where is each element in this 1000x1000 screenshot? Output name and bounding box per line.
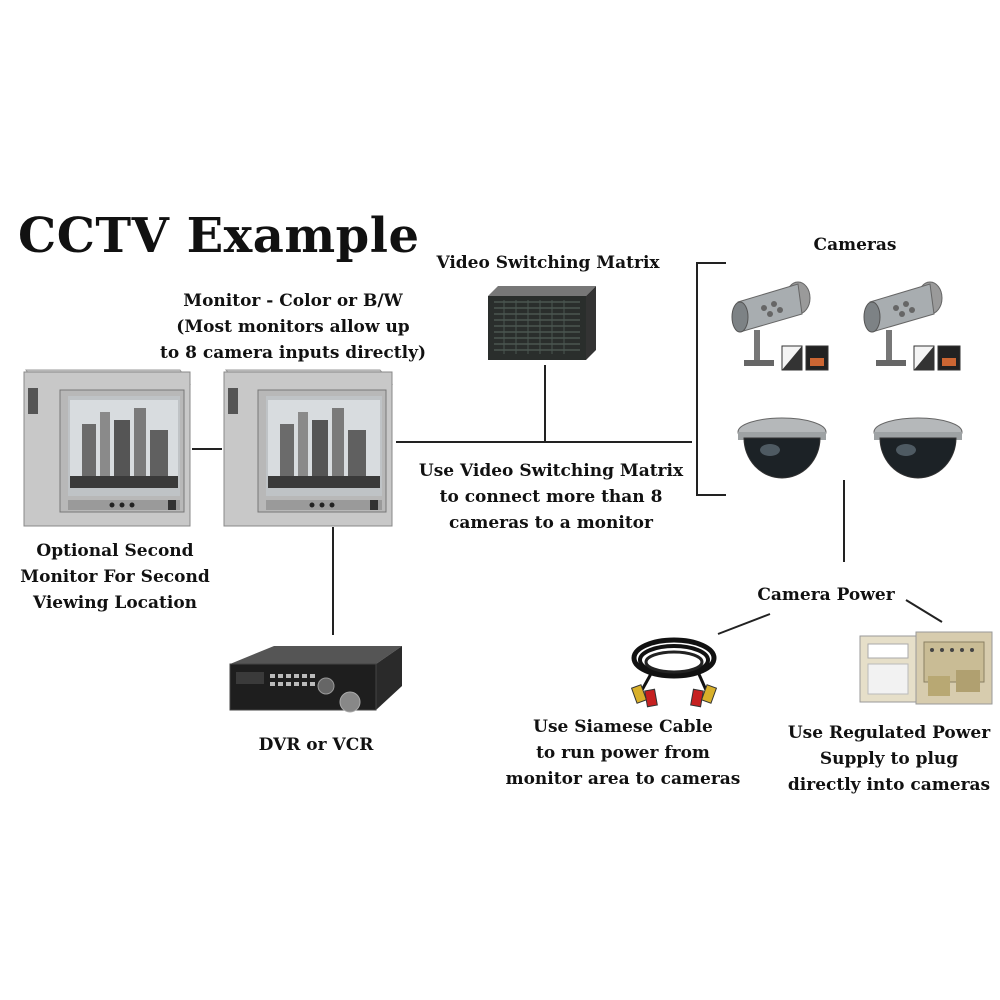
video-switching-matrix-image — [488, 286, 596, 360]
camera-bracket-top — [696, 262, 726, 264]
connector-monitor-to-monitor — [192, 448, 222, 450]
matrix-note-label: Use Video Switching Matrix to connect mo… — [406, 458, 696, 536]
main-monitor-image — [223, 369, 394, 527]
dvr-label: DVR or VCR — [236, 732, 396, 758]
power-supply-image — [859, 631, 993, 705]
diagram-title: CCTV Example — [18, 208, 420, 264]
monitor-label-line-2: (Most monitors allow up — [176, 317, 410, 337]
video-switching-matrix-label: Video Switching Matrix — [430, 250, 666, 276]
second-monitor-image — [23, 369, 191, 527]
dvr-image — [229, 646, 402, 713]
power-supply-line-3: directly into cameras — [787, 775, 991, 795]
power-supply-line-2: Supply to plug — [819, 749, 959, 769]
video-switching-matrix-text: Video Switching Matrix — [436, 253, 660, 273]
cameras-text: Cameras — [813, 235, 897, 255]
second-monitor-label: Optional Second Monitor For Second Viewi… — [4, 538, 226, 616]
monitor-label-line-1: Monitor - Color or B/W — [183, 291, 403, 311]
siamese-line-1: Use Siamese Cable — [533, 717, 713, 737]
connector-monitor-to-matrix — [396, 441, 692, 443]
power-supply-line-1: Use Regulated Power — [787, 723, 991, 743]
dome-camera-2-image — [873, 417, 963, 479]
siamese-line-3: monitor area to cameras — [505, 769, 741, 789]
bullet-camera-1-image — [731, 281, 829, 371]
cameras-label: Cameras — [796, 232, 914, 258]
siamese-cable-image — [630, 637, 718, 708]
connector-cameras-to-power — [843, 480, 845, 562]
monitor-label: Monitor - Color or B/W (Most monitors al… — [148, 288, 438, 366]
siamese-line-2: to run power from — [536, 743, 710, 763]
bullet-camera-2-image — [863, 281, 961, 371]
matrix-note-line-3: cameras to a monitor — [449, 513, 653, 533]
camera-power-text: Camera Power — [757, 585, 895, 605]
monitor-label-line-3: to 8 camera inputs directly) — [159, 343, 427, 363]
power-supply-label: Use Regulated Power Supply to plug direc… — [780, 720, 998, 798]
second-monitor-line-2: Monitor For Second — [20, 567, 210, 587]
matrix-note-line-2: to connect more than 8 — [439, 487, 663, 507]
dome-camera-1-image — [737, 417, 827, 479]
dvr-text: DVR or VCR — [258, 735, 374, 755]
connector-monitor-to-dvr — [332, 527, 334, 635]
matrix-note-line-1: Use Video Switching Matrix — [418, 461, 684, 481]
camera-power-label: Camera Power — [744, 582, 908, 608]
camera-bracket-bottom — [696, 494, 726, 496]
connector-matrix-down — [544, 365, 546, 442]
second-monitor-line-1: Optional Second — [36, 541, 194, 561]
siamese-cable-label: Use Siamese Cable to run power from moni… — [494, 714, 752, 792]
camera-bracket-vertical — [696, 262, 698, 496]
second-monitor-line-3: Viewing Location — [32, 593, 198, 613]
